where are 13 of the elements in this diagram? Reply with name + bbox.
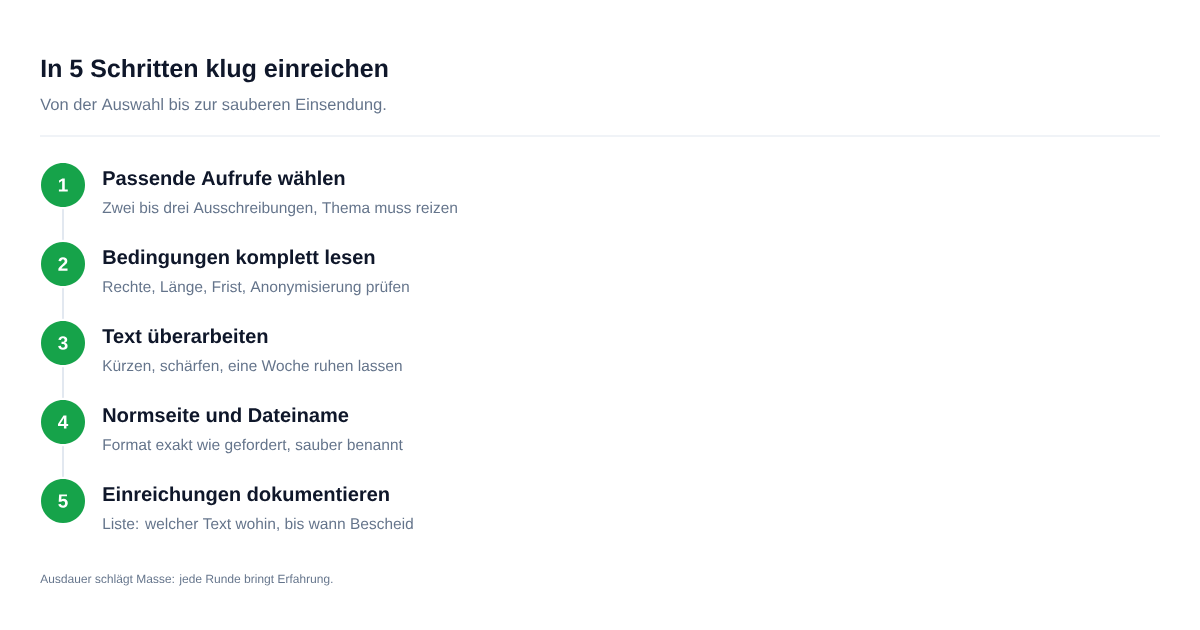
footnote: Ausdauer schlägt Masse: jede Runde bringt Erfahrung. [40,574,333,586]
step-description: Rechte, Länge, Frist, Anonymisierung prüfen [103,280,409,296]
step-description: Format exakt wie gefordert, sauber benannt [103,438,403,454]
step-title: Passende Aufrufe wählen [103,170,345,186]
heading: In 5 Schritten klug einreichen [41,58,388,83]
step-title: Einreichungen dokumentieren [103,486,389,506]
subtitle: Von der Auswahl bis zur sauberen Einsendung. [40,98,386,114]
step-title: Normseite und Dateiname [103,407,349,423]
step-title: Bedingungen komplett lesen [103,249,375,269]
step-description: Kürzen, schärfen, eine Woche ruhen lassen [103,359,402,373]
step-description: Liste: welcher Text wohin, bis wann Bescheid [103,517,413,531]
step-description: Zwei bis drei Ausschreibungen, Thema muss reizen [102,201,457,217]
step-title: Text überarbeiten [102,328,268,344]
